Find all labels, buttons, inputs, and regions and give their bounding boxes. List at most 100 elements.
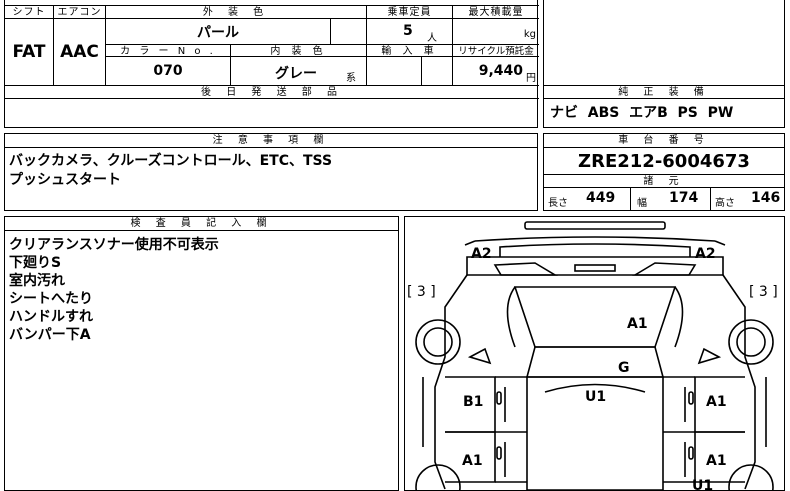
car-outline [415,221,774,490]
inspector-box: 検 査 員 記 入 欄 クリアランスソナー使用不可表示 下廻りS 室内汚れ シー… [4,216,399,491]
right-headlight [632,262,697,276]
max-load-unit: kg [523,29,536,40]
inspector-header: 検 査 員 記 入 欄 [5,217,398,231]
max-load-cell: kg [452,19,539,44]
roof-panel [526,376,664,490]
genuine-header: 純 正 装 備 [544,85,784,99]
front-bumper-ends [464,240,726,246]
inspector-line-3: 室内汚れ [9,273,65,289]
chassis-box: 車 台 番 号 ZRE212-6004673 諸 元 長さ 449 幅 174 … [543,133,785,211]
side-skirts [422,377,767,447]
left-front-handle [496,391,502,405]
left-door-joins [495,376,527,483]
chassis-number: ZRE212-6004673 [578,150,750,172]
notes-line-1: バックカメラ、クルーズコントロール、ETC、TSS [9,153,333,169]
windshield [525,346,665,378]
interior-value: グレー [275,66,317,82]
inspector-line-2: 下廻りS [9,255,62,271]
spec-table: シフト エアコン 外 装 色 乗車定員 最大積載量 FAT AAC パール 5 … [4,0,539,128]
interior-suffix: 系 [346,73,356,84]
damage-g-windshield: G [618,360,630,376]
right-mirror [697,347,722,365]
roof-curve [544,383,646,393]
capacity-cell: 5 人 [366,19,452,44]
length-value: 449 [586,190,616,206]
import-cell [366,57,421,85]
interior-cell: グレー 系 [230,57,366,85]
left-side-outline [434,274,468,490]
recycle-cell: 9,440 円 [452,57,539,85]
grille-slot [574,264,616,272]
hood-panel [513,286,677,348]
capacity-unit: 人 [427,33,437,44]
capacity-value: 5 [403,23,413,39]
car-diagram-box: A2 A2 [ 3 ] [ 3 ] A1 G B1 U1 A1 A1 A1 U1 [404,216,785,491]
width-cell: 幅 174 [630,188,710,210]
damage-a2-right: A2 [695,246,716,262]
exterior-header: 外 装 色 [105,5,366,19]
left-front-wheel-inner [423,327,453,357]
recycle-unit: 円 [526,73,536,84]
damage-a1-right-front-door: A1 [706,394,727,410]
import-blank-cell [421,57,452,85]
front-bumper-top [524,221,666,230]
length-label: 長さ [548,198,568,209]
damage-u1-roof: U1 [585,389,607,405]
damage-a1-hood: A1 [627,316,648,332]
notes-header: 注 意 事 項 欄 [5,134,537,148]
damage-a1-right-rear-door: A1 [706,453,727,469]
recycle-value: 9,440 [478,63,523,79]
damage-a2-left: A2 [471,246,492,262]
shift-header: シフト [5,5,53,19]
width-value: 174 [669,190,699,206]
genuine-equipment-box: 純 正 装 備 ナビ ABS エアB PS PW [543,0,785,128]
left-rear-door [445,431,496,483]
left-headlight [493,262,558,276]
color-no-value: 070 [105,57,230,85]
height-cell: 高さ 146 [710,188,784,210]
right-front-handle [688,391,694,405]
right-door-joins [663,376,695,483]
aircon-header: エアコン [53,5,105,19]
shift-value: FAT [12,42,46,62]
right-rear-handle [688,446,694,460]
color-no-header: カ ラ ー N o . [105,44,230,57]
height-label: 高さ [715,198,735,209]
left-rear-handle [496,446,502,460]
right-rear-door [694,431,745,483]
exterior-blank-cell [330,19,366,44]
bracket-right: [ 3 ] [749,284,778,300]
left-mirror [467,347,492,365]
height-value: 146 [751,190,781,206]
right-rear-wheel [728,464,774,490]
recycle-header: リサイクル預託金 [452,44,539,57]
inspector-line-6: バンパー下A [9,327,91,343]
aircon-value: AAC [53,19,105,85]
right-fender-line [674,286,684,348]
notes-box: 注 意 事 項 欄 バックカメラ、クルーズコントロール、ETC、TSS プッシュ… [4,133,538,211]
grille-area [466,256,724,276]
left-front-wheel [415,319,461,365]
chassis-header: 車 台 番 号 [544,134,784,148]
interior-header: 内 装 色 [230,44,366,57]
damage-u1-bottom: U1 [692,478,714,491]
damage-b1-left-front-door: B1 [463,394,484,410]
notes-line-2: プッシュスタート [9,172,121,188]
right-front-wheel [728,319,774,365]
left-fender-line [506,286,516,348]
genuine-items: ナビ ABS エアB PS PW [550,105,734,121]
inspector-line-5: ハンドルすれ [9,309,93,325]
import-header: 輸 入 車 [366,44,452,57]
inspector-line-1: クリアランスソナー使用不可表示 [9,237,219,253]
capacity-header: 乗車定員 [366,5,452,19]
damage-a1-left-rear-door: A1 [462,453,483,469]
specs-header: 諸 元 [544,174,784,188]
hood-front-edge [499,243,691,257]
width-label: 幅 [637,198,647,209]
bracket-left: [ 3 ] [407,284,436,300]
inspector-line-4: シートへたり [9,291,93,307]
later-parts-value [5,99,539,126]
front-bumper-curve [474,236,716,242]
right-side-outline [722,274,756,490]
exterior-value: パール [105,19,330,44]
